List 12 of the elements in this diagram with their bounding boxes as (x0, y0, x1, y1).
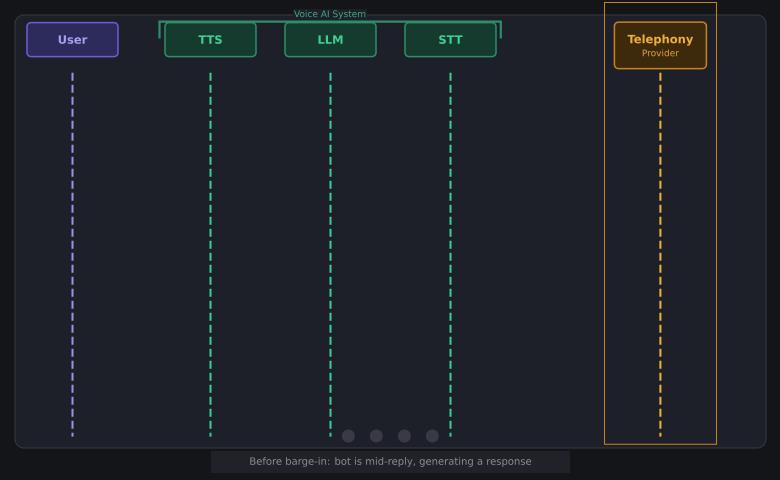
participant-box: User (26, 22, 119, 58)
group-label: Voice AI System (292, 9, 368, 20)
lifeline (330, 72, 332, 437)
lifeline (210, 72, 212, 437)
lifeline (659, 72, 662, 437)
participant-box: TTS (164, 22, 257, 58)
caption: Before barge-in: bot is mid-reply, generating a response (211, 451, 570, 473)
participant-box: STT (404, 22, 497, 58)
lifeline (72, 72, 74, 437)
lifeline (450, 72, 452, 437)
participant-box: Telephony Provider (614, 21, 708, 70)
participant-box: LLM (284, 22, 377, 58)
